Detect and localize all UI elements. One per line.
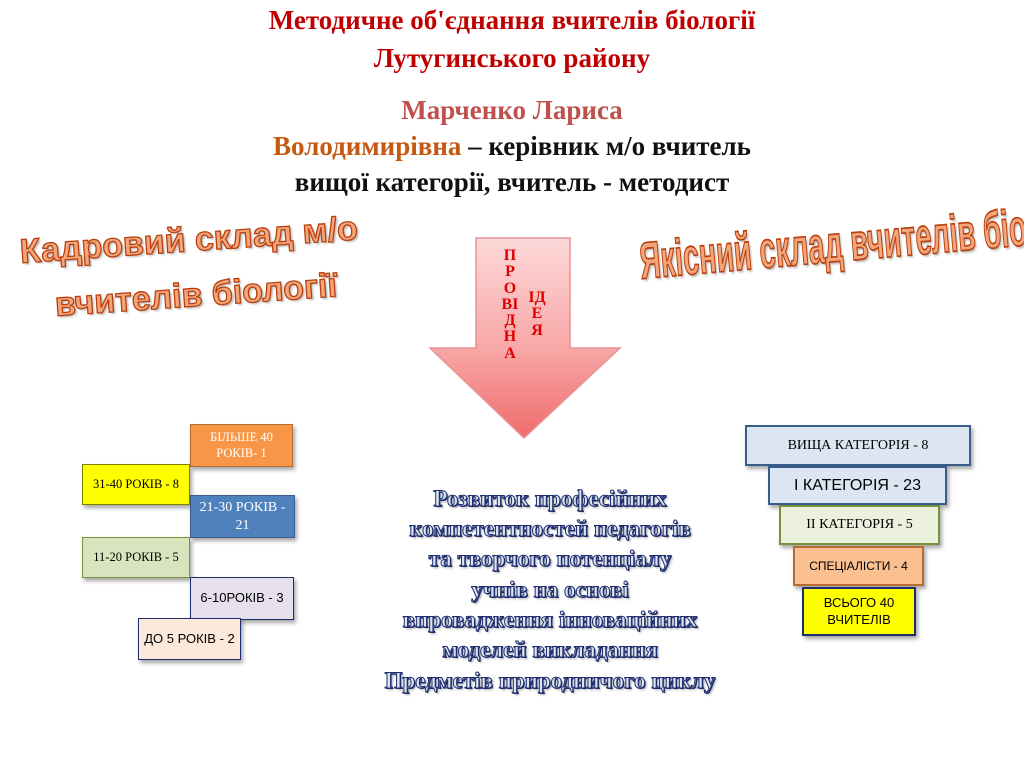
- experience-6-10: 6-10РОКІВ - 3: [190, 577, 294, 620]
- main-idea-line4: учнів на основі: [471, 576, 630, 602]
- experience-21-30: 21-30 РОКІВ - 21: [190, 495, 295, 538]
- main-idea-line2: компетентностей педагогів: [409, 515, 692, 541]
- experience-over-40: БІЛЬШЕ 40 РОКІВ- 1: [190, 424, 293, 467]
- page-title-line2: Лутугинського району: [373, 43, 651, 73]
- main-idea-line6: моделей викладання: [442, 636, 659, 662]
- page-title-line1: Методичне об'єднання вчителів біології: [268, 5, 756, 35]
- arrow-word-idea: ІДЕЯ: [528, 289, 546, 339]
- leader-patronymic: Володимирівна: [273, 131, 462, 161]
- category-first: І КАТЕГОРІЯ - 23: [768, 466, 947, 505]
- experience-upto-5: ДО 5 РОКІВ - 2: [138, 618, 241, 660]
- main-idea-line7: Предметів природничого циклу: [384, 667, 716, 693]
- leader-role-part1: – керівник м/о вчитель: [461, 131, 751, 161]
- leader-name: Марченко Лариса: [401, 95, 623, 125]
- leader-role-line: Володимирівна – керівник м/о вчитель: [140, 128, 884, 164]
- category-total: ВСЬОГО 40 ВЧИТЕЛІВ: [802, 587, 916, 636]
- quality-heading: Якісний склад вчителів біології: [637, 193, 1024, 291]
- main-idea-line3: та творчого потенціалу: [428, 545, 672, 571]
- main-idea-line1: Розвиток професійних: [433, 485, 667, 511]
- arrow-word-leading: ПРОВІДНА: [501, 247, 519, 362]
- staff-heading-line2: вчителів біології: [53, 266, 339, 325]
- category-specialists: СПЕЦІАЛІСТИ - 4: [793, 546, 924, 586]
- experience-31-40: 31-40 РОКІВ - 8: [82, 464, 190, 505]
- main-idea-line5: впровадження інноваційних: [402, 606, 698, 632]
- leader-role-line2: вищої категорії, вчитель - методист: [294, 167, 730, 197]
- category-highest: ВИЩА КАТЕГОРІЯ - 8: [745, 425, 971, 466]
- staff-heading-line1: Кадровий склад м/о: [18, 209, 360, 272]
- experience-11-20: 11-20 РОКІВ - 5: [82, 537, 190, 578]
- down-arrow-icon: [428, 237, 622, 440]
- category-second: ІІ КАТЕГОРІЯ - 5: [779, 505, 940, 545]
